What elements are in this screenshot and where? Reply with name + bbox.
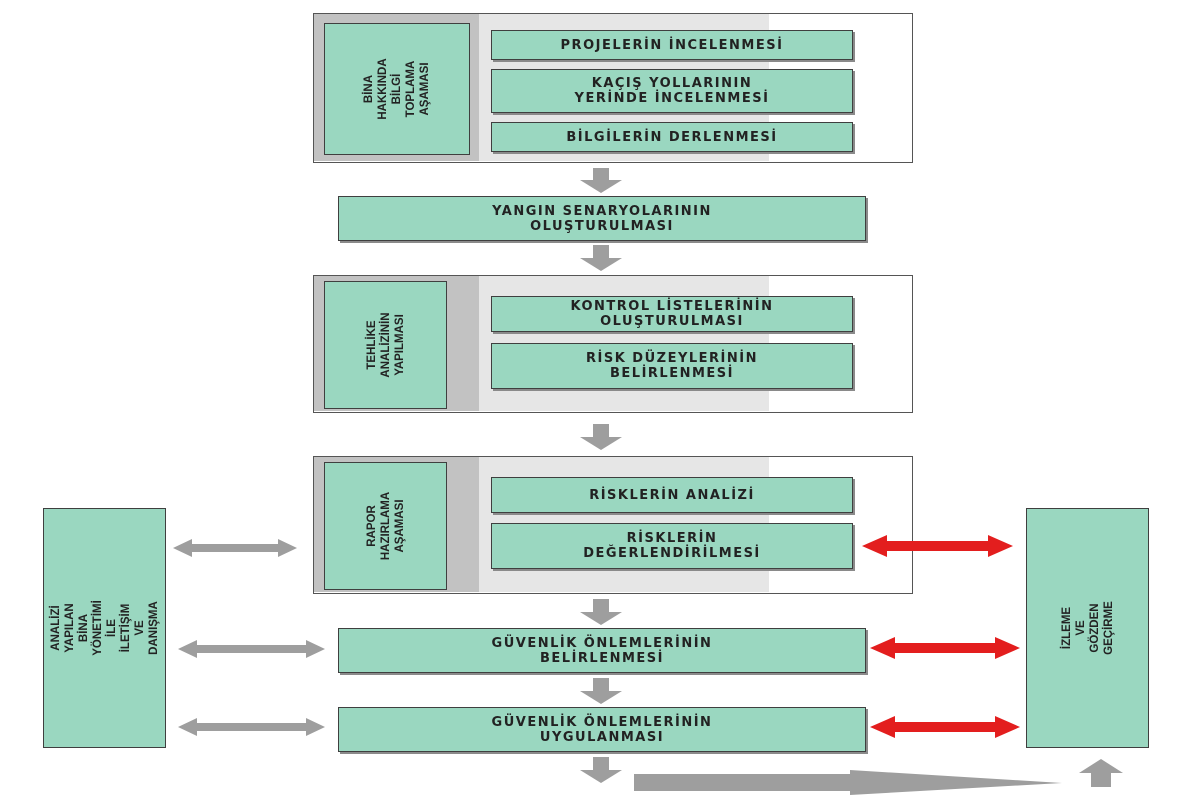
phase2-frame: TEHLİKE ANALİZİNİN YAPILMASI KONTROL LİS… (313, 275, 913, 413)
step-data-compile: BİLGİLERİN DERLENMESİ (491, 122, 853, 152)
up-arrow-right (1079, 759, 1123, 787)
down-arrow-2 (580, 245, 622, 271)
measures-apply-box: GÜVENLİK ÖNLEMLERİNİN UYGULANMASI (338, 707, 866, 752)
left-double-arrow-3 (178, 718, 325, 736)
step-escape-routes: KAÇIŞ YOLLARININ YERİNDE İNCELENMESİ (491, 69, 853, 113)
step-risk-evaluation: RİSKLERİN DEĞERLENDİRİLMESİ (491, 523, 853, 569)
phase2-title-box: TEHLİKE ANALİZİNİN YAPILMASI (324, 281, 447, 409)
left-communication-panel: ANALİZİ YAPILAN BİNA YÖNETİMİ İLE İLETİŞ… (43, 508, 166, 748)
red-double-arrow-3 (870, 716, 1020, 738)
red-double-arrow-1 (862, 535, 1013, 557)
step-risk-analysis: RİSKLERİN ANALİZİ (491, 477, 853, 513)
down-arrow-6 (580, 757, 622, 783)
phase1-frame: BİNA HAKKINDA BİLGİ TOPLAMA AŞAMASI PROJ… (313, 13, 913, 163)
phase3-frame: RAPOR HAZIRLAMA AŞAMASI RİSKLERİN ANALİZ… (313, 456, 913, 594)
down-arrow-1 (580, 168, 622, 193)
measures-define-box: GÜVENLİK ÖNLEMLERİNİN BELİRLENMESİ (338, 628, 866, 673)
left-double-arrow-1 (173, 539, 297, 557)
phase3-title-box: RAPOR HAZIRLAMA AŞAMASI (324, 462, 447, 590)
red-double-arrow-2 (870, 637, 1020, 659)
step-checklists: KONTROL LİSTELERİNİN OLUŞTURULMASI (491, 296, 853, 332)
bottom-long-arrow (634, 770, 1062, 795)
fire-scenarios-box: YANGIN SENARYOLARININ OLUŞTURULMASI (338, 196, 866, 241)
right-monitoring-panel: İZLEME VE GÖZDEN GEÇİRME (1026, 508, 1149, 748)
down-arrow-4 (580, 599, 622, 625)
phase1-title-box: BİNA HAKKINDA BİLGİ TOPLAMA AŞAMASI (324, 23, 470, 155)
left-double-arrow-2 (178, 640, 325, 658)
step-projects-review: PROJELERİN İNCELENMESİ (491, 30, 853, 60)
step-risk-levels: RİSK DÜZEYLERİNİN BELİRLENMESİ (491, 343, 853, 389)
down-arrow-5 (580, 678, 622, 704)
down-arrow-3 (580, 424, 622, 450)
